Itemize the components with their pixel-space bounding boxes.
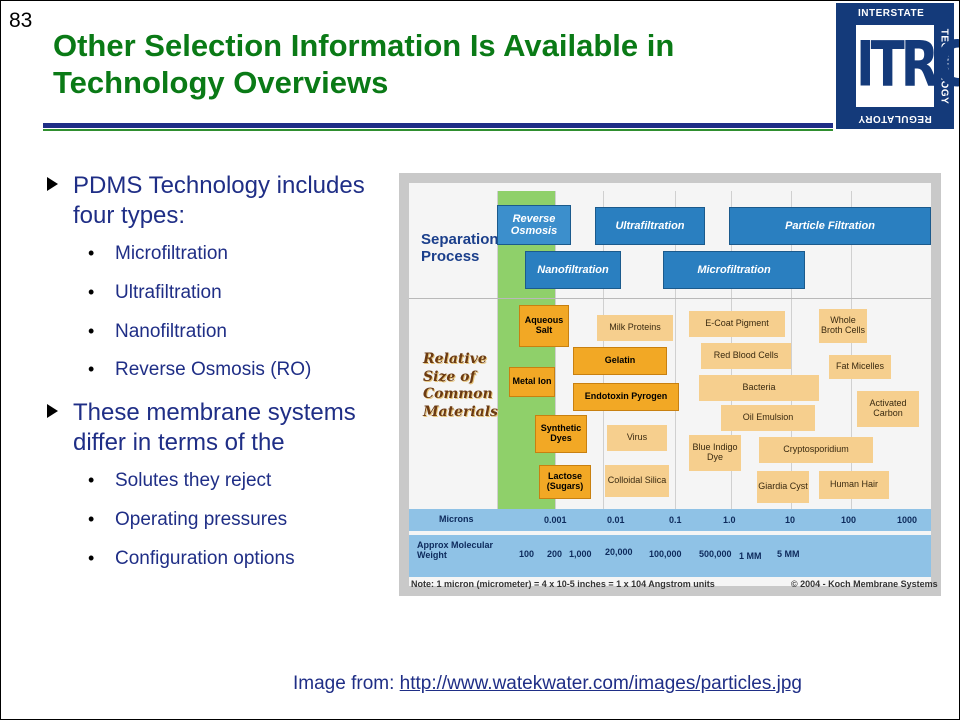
relative-size-label: Relative Size of Common Materials	[423, 351, 498, 420]
sub-bullet: • Nanofiltration	[47, 321, 397, 344]
sub-bullet-text: Reverse Osmosis (RO)	[115, 359, 312, 381]
dot-bullet-icon: •	[88, 547, 95, 568]
bullet-text: These membrane systems differ in terms o…	[73, 399, 356, 457]
logo-mark: ITRC	[856, 27, 960, 101]
weight-tick: 100,000	[649, 549, 682, 559]
logo-text-left: COUNCIL	[817, 41, 829, 92]
micron-tick: 1000	[897, 515, 918, 525]
particle-filtration-box: Particle Filtration	[729, 207, 931, 245]
image-source: Image from: http://www.watekwater.com/im…	[293, 673, 802, 695]
microns-label: Microns	[439, 514, 474, 524]
dot-bullet-icon: •	[88, 320, 95, 341]
figure-note: Note: 1 micron (micrometer) = 4 x 10-5 i…	[411, 579, 715, 589]
slide-number: 83	[9, 9, 33, 32]
sub-bullet-text: Microfiltration	[115, 243, 228, 264]
weight-tick: 5 MM	[777, 549, 800, 559]
sub-bullet-text: Ultrafiltration	[115, 281, 222, 303]
dot-bullet-icon: •	[88, 243, 95, 263]
logo-inner: ITRC	[856, 25, 960, 107]
weight-tick: 20,000	[605, 547, 633, 557]
bullet-pdms: PDMS Technology includes four types:	[47, 171, 397, 231]
bullet-membrane: These membrane systems differ in terms o…	[47, 398, 397, 458]
material-activated-carbon: Activated Carbon	[857, 391, 919, 427]
micron-tick: 0.1	[669, 515, 682, 525]
sub-bullet-text: Nanofiltration	[115, 320, 227, 342]
itrc-logo: INTERSTATE COUNCIL TECHNOLOGY REGULATORY…	[817, 1, 960, 133]
grid-line	[851, 191, 852, 511]
figure-copyright: © 2004 - Koch Membrane Systems	[791, 579, 938, 589]
material-cryptosporidium: Cryptosporidium	[759, 437, 873, 463]
dot-bullet-icon: •	[88, 359, 95, 380]
weight-tick: 500,000	[699, 549, 732, 559]
micron-tick: 0.001	[544, 515, 567, 525]
micron-tick: 1.0	[723, 515, 736, 525]
material-giardia-cyst: Giardia Cyst	[757, 471, 809, 503]
ultrafiltration-box: Ultrafiltration	[595, 207, 705, 245]
microfiltration-box: Microfiltration	[663, 251, 805, 289]
material-virus: Virus	[607, 425, 667, 451]
source-prefix: Image from:	[293, 673, 400, 694]
arrow-bullet-icon	[47, 404, 58, 419]
grid-line	[791, 191, 792, 511]
material-human-hair: Human Hair	[819, 471, 889, 499]
weight-tick: 1 MM	[739, 551, 762, 561]
micron-tick: 0.01	[607, 515, 625, 525]
material-blue-indigo-dye: Blue Indigo Dye	[689, 435, 741, 471]
molecular-weight-label: Approx Molecular Weight	[417, 540, 494, 560]
nanofiltration-box: Nanofiltration	[525, 251, 621, 289]
filtration-spectrum-image: Separation Process Relative Size of Comm…	[399, 173, 941, 596]
molecular-weight-row: Approx Molecular Weight 100 200 1,000 20…	[409, 535, 931, 577]
sub-bullet: • Solutes they reject	[47, 470, 397, 493]
material-aqueous-salt: Aqueous Salt	[519, 305, 569, 347]
material-colloidal-silica: Colloidal Silica	[605, 465, 669, 497]
material-ecoat: E-Coat Pigment	[689, 311, 785, 337]
logo-frame: INTERSTATE COUNCIL TECHNOLOGY REGULATORY…	[817, 3, 960, 129]
material-gelatin: Gelatin	[573, 347, 667, 375]
dot-bullet-icon: •	[88, 470, 95, 491]
dot-bullet-icon: •	[88, 508, 95, 529]
arrow-bullet-icon	[47, 177, 58, 191]
reverse-osmosis-box: Reverse Osmosis	[497, 205, 571, 245]
material-whole-broth-cells: Whole Broth Cells	[819, 309, 867, 343]
dot-bullet-icon: •	[88, 281, 95, 302]
weight-tick: 200	[547, 549, 563, 559]
grid-line	[555, 191, 556, 511]
sub-bullet: • Reverse Osmosis (RO)	[47, 359, 397, 382]
sub-bullet: • Ultrafiltration	[47, 282, 397, 305]
weight-tick: 1,000	[569, 549, 592, 559]
logo-text-top: INTERSTATE	[858, 8, 925, 19]
figure-canvas: Separation Process Relative Size of Comm…	[409, 183, 938, 589]
material-lactose: Lactose (Sugars)	[539, 465, 591, 499]
divider-line	[409, 298, 931, 299]
sub-bullet-text: Operating pressures	[115, 508, 288, 530]
sub-bullet: • Operating pressures	[47, 509, 397, 532]
material-fat-micelles: Fat Micelles	[829, 355, 891, 379]
sub-bullet: • Microfiltration	[47, 243, 397, 266]
material-bacteria: Bacteria	[699, 375, 819, 401]
weight-tick: 100	[519, 549, 535, 559]
grid-line	[675, 191, 676, 511]
material-oil-emulsion: Oil Emulsion	[721, 405, 815, 431]
slide-title: Other Selection Information Is Available…	[53, 28, 675, 101]
grid-line	[497, 191, 498, 511]
source-link[interactable]: http://www.watekwater.com/images/particl…	[399, 673, 802, 694]
sub-bullet: • Configuration options	[47, 548, 397, 571]
title-rule-blue	[43, 123, 833, 128]
microns-row: Microns 0.001 0.01 0.1 1.0 10 100 1000	[409, 509, 931, 531]
material-endotoxin: Endotoxin Pyrogen	[573, 383, 679, 411]
separation-process-label: Separation Process	[421, 231, 499, 266]
micron-tick: 100	[841, 515, 857, 525]
sub-bullet-text: Solutes they reject	[115, 470, 272, 492]
material-red-blood-cells: Red Blood Cells	[701, 343, 791, 369]
logo-text-bottom: REGULATORY	[858, 113, 932, 124]
material-metal-ion: Metal Ion	[509, 367, 555, 397]
micron-tick: 10	[785, 515, 796, 525]
sub-bullet-text: Configuration options	[115, 547, 295, 569]
bullet-text: PDMS Technology includes four types:	[73, 172, 365, 229]
material-synthetic-dyes: Synthetic Dyes	[535, 415, 587, 453]
title-rule-green	[43, 129, 833, 131]
bullet-list: PDMS Technology includes four types: • Mi…	[47, 171, 397, 587]
material-milk-proteins: Milk Proteins	[597, 315, 673, 341]
